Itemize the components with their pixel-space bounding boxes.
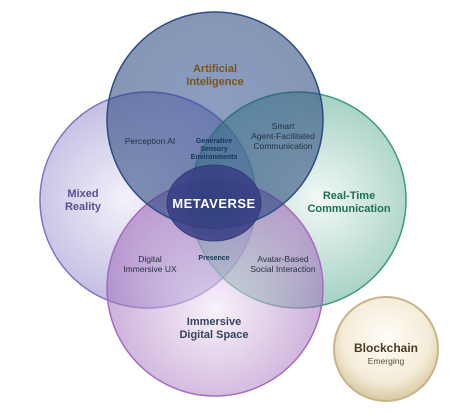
blockchain-circle — [333, 296, 439, 402]
rtc-title-line-1: Real-Time — [323, 190, 375, 202]
smart-agent-communication-label: Smart Agent-Facilitated Communication — [251, 121, 315, 151]
rtc-title: Real-Time Communication — [307, 190, 390, 215]
ai-title-line-1: Artificial — [193, 63, 237, 75]
ai-title: Artificial Inteligence — [186, 63, 243, 88]
blockchain-subtitle: Emerging — [368, 356, 405, 366]
generative-line-3: Environments — [191, 154, 238, 161]
digital-ux-line-2: Immersive UX — [123, 264, 177, 274]
digital-immersive-ux-label: Digital Immersive UX — [123, 254, 177, 274]
ai-title-line-2: Inteligence — [186, 76, 243, 88]
avatar-social-interaction-label: Avatar-Based Social Interaction — [250, 254, 315, 274]
perception-ai-label: Perception AI — [125, 136, 176, 146]
avatar-line-1: Avatar-Based — [257, 254, 309, 264]
mixed-reality-title: Mixed Reality — [65, 188, 102, 213]
generative-sensory-environments-label: Generative Sensory Environments — [191, 138, 238, 161]
smart-agent-line-1: Smart — [272, 121, 295, 131]
metaverse-label: METAVERSE — [172, 196, 255, 211]
generative-line-1: Generative — [196, 138, 232, 145]
smart-agent-line-3: Communication — [253, 141, 312, 151]
digital-ux-line-1: Digital — [138, 254, 162, 264]
rtc-title-line-2: Communication — [307, 203, 390, 215]
smart-agent-line-2: Agent-Facilitated — [251, 131, 315, 141]
mixed-reality-title-line-2: Reality — [65, 201, 102, 213]
mixed-reality-title-line-1: Mixed — [67, 188, 98, 200]
immersive-title-line-2: Digital Space — [179, 329, 248, 341]
presence-label: Presence — [198, 255, 229, 262]
blockchain-title: Blockchain — [354, 341, 418, 355]
immersive-title-line-1: Immersive — [187, 316, 241, 328]
immersive-title: Immersive Digital Space — [179, 316, 248, 341]
metaverse-center-region — [166, 164, 262, 242]
generative-line-2: Sensory — [200, 146, 228, 153]
avatar-line-2: Social Interaction — [250, 264, 315, 274]
